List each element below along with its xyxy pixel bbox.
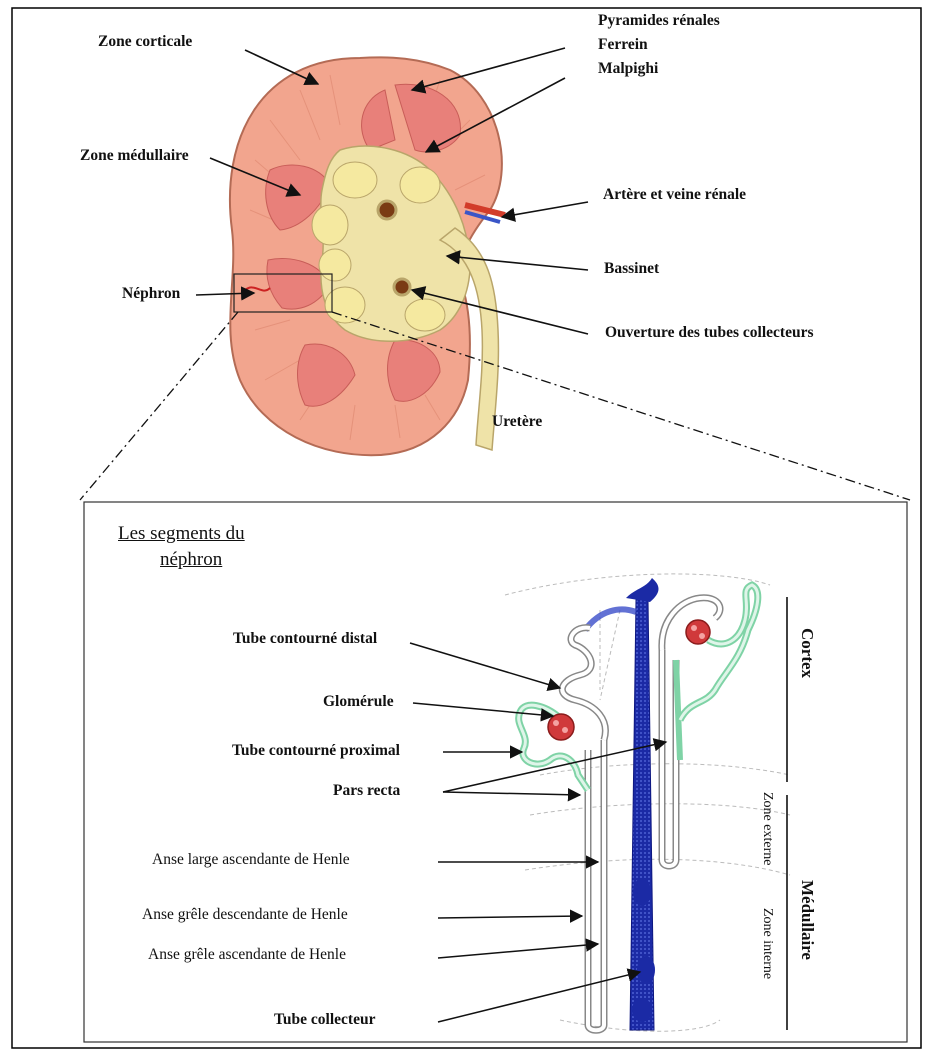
collecting-opening-icon — [378, 201, 396, 219]
label-tube-distal: Tube contourné distal — [233, 631, 377, 647]
label-anse-grele-asc: Anse grêle ascendante de Henle — [148, 947, 346, 963]
kidney-illustration — [230, 57, 505, 455]
panel-title-line2: néphron — [160, 550, 222, 569]
label-nephron: Néphron — [122, 286, 180, 302]
region-cortex: Cortex — [799, 628, 816, 678]
label-artere-veine: Artère et veine rénale — [603, 187, 746, 203]
label-glomerule: Glomérule — [323, 694, 394, 710]
label-tube-proximal: Tube contourné proximal — [232, 743, 400, 759]
label-pars-recta: Pars recta — [333, 783, 400, 799]
glomerulus-right — [686, 620, 710, 644]
label-anse-large: Anse large ascendante de Henle — [152, 852, 350, 868]
label-zone-corticale: Zone corticale — [98, 34, 192, 50]
panel-title-line1: Les segments du — [118, 524, 245, 543]
label-pyramides: Pyramides rénales — [598, 13, 720, 29]
label-ouverture: Ouverture des tubes collecteurs — [605, 325, 814, 341]
label-ferrein: Ferrein — [598, 37, 648, 53]
label-bassinet: Bassinet — [604, 261, 659, 277]
label-tube-collecteur: Tube collecteur — [274, 1012, 375, 1028]
glomerulus-left — [548, 714, 574, 740]
region-zone-interne: Zone interne — [760, 908, 774, 979]
label-zone-medullaire: Zone médullaire — [80, 148, 189, 164]
label-malpighi: Malpighi — [598, 61, 658, 77]
label-uretere: Uretère — [492, 414, 542, 430]
label-anse-grele-desc: Anse grêle descendante de Henle — [142, 907, 348, 923]
region-medullaire: Médullaire — [799, 880, 816, 960]
region-zone-externe: Zone externe — [760, 792, 774, 865]
